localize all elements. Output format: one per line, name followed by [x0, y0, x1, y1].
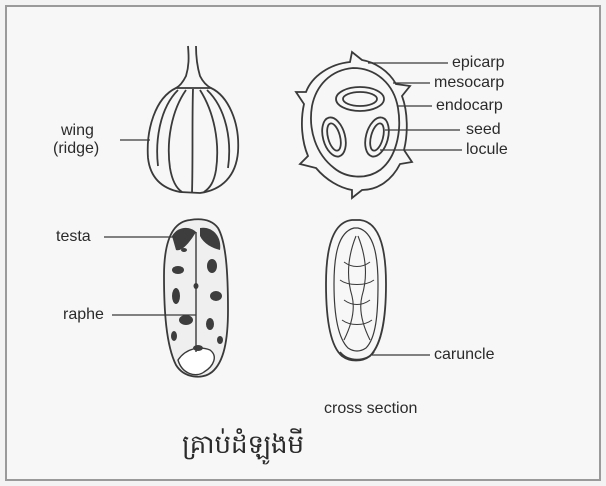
frame-border: [6, 6, 600, 480]
label-endocarp: endocarp: [436, 97, 503, 115]
label-cross-section: cross section: [324, 400, 417, 418]
label-caruncle: caruncle: [434, 346, 494, 364]
label-testa: testa: [56, 228, 91, 246]
label-mesocarp: mesocarp: [434, 74, 504, 92]
label-locule: locule: [466, 141, 508, 159]
khmer-caption: គ្រាប់ដំឡូងមី: [182, 428, 304, 466]
label-seed: seed: [466, 121, 501, 139]
label-wing: wing: [61, 122, 94, 140]
label-epicarp: epicarp: [452, 54, 504, 72]
label-ridge: (ridge): [53, 140, 99, 158]
seed-drawing: [164, 219, 228, 376]
label-raphe: raphe: [63, 306, 104, 324]
